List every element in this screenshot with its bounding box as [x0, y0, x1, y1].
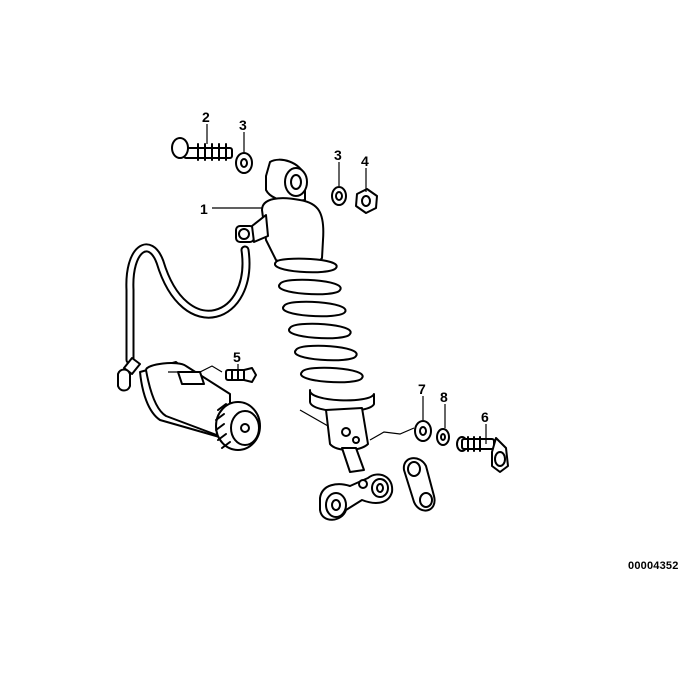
- nut-part-4: [355, 188, 378, 214]
- callout-1: 1: [200, 201, 208, 217]
- washer-part-8: [436, 428, 450, 446]
- callout-7: 7: [418, 381, 426, 397]
- dogbone-link: [402, 457, 436, 512]
- linkage-arm: [319, 473, 394, 521]
- callout-8: 8: [440, 389, 448, 405]
- washer-part-7: [414, 420, 432, 442]
- callout-3-left: 3: [239, 117, 247, 133]
- remote-reservoir: [117, 357, 261, 451]
- callout-5: 5: [233, 349, 241, 365]
- callout-6: 6: [481, 409, 489, 425]
- callout-2: 2: [202, 109, 210, 125]
- diagram-reference-number: 00004352: [628, 560, 679, 572]
- washer-part-3-right: [331, 186, 347, 206]
- washer-part-3-left: [235, 152, 253, 174]
- callout-3-right: 3: [334, 147, 342, 163]
- shock-absorber-part-1: [235, 158, 375, 473]
- leader-lines: [168, 124, 487, 444]
- bolt-part-5: [225, 367, 257, 383]
- bolt-part-2: [171, 137, 233, 161]
- bolt-part-6: [456, 436, 509, 473]
- callout-numbers: 2 3 3 4 1 5 7 8 6: [200, 109, 489, 425]
- callout-4: 4: [361, 153, 369, 169]
